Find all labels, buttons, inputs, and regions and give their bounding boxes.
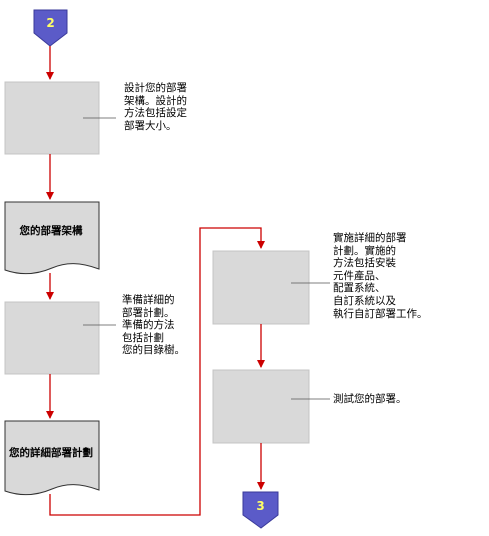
end-connector-label: 3 — [256, 499, 264, 513]
document-detailed-plan: 您的詳細部署計劃 — [4, 420, 100, 496]
document-architecture-label: 您的部署架構 — [20, 224, 83, 237]
process-box-prepare — [4, 301, 100, 375]
end-connector: 3 — [242, 491, 279, 529]
note-test: 測試您的部署。 — [333, 393, 407, 405]
note-design: 設計您的部署 架構。設計的 方法包括設定 部署大小。 — [124, 82, 187, 132]
process-box-test — [212, 369, 310, 444]
flow-arrow — [49, 227, 265, 516]
start-connector: 2 — [33, 9, 68, 47]
document-detailed-plan-label: 您的詳細部署計劃 — [9, 446, 93, 459]
process-box-implement — [212, 250, 310, 325]
note-implement: 實施詳細的部署 計劃。實施的 方法包括安裝 元件產品、 配置系統、 自訂系統以及… — [333, 232, 428, 320]
document-deployment-architecture: 您的部署架構 — [4, 201, 100, 275]
note-prepare: 準備詳細的 部署計劃。 準備的方法 包括計劃 您的目錄樹。 — [122, 294, 185, 357]
start-connector-label: 2 — [46, 16, 54, 30]
